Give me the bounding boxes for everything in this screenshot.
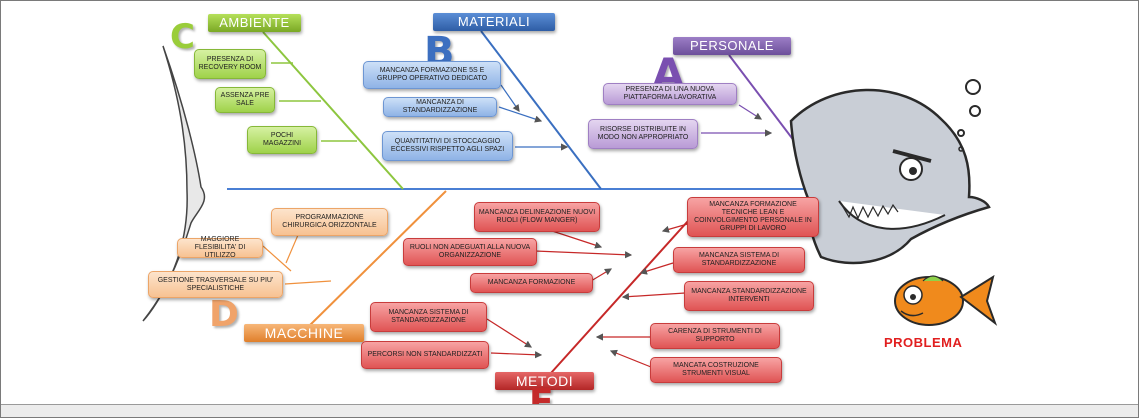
cause-metodi-right-2: MANCANZA SISTEMA DI STANDARDIZZAZIONE: [673, 247, 805, 273]
cause-ambiente-1: PRESENZA DI RECOVERY ROOM: [194, 49, 266, 79]
frame-bottom-bar: [1, 404, 1138, 417]
orange-fish-icon: [894, 274, 998, 326]
letter-c: C: [170, 17, 195, 57]
cause-materiali-3: QUANTITATIVI DI STOCCAGGIO ECCESSIVI RIS…: [382, 131, 513, 161]
arrow-metodi-l5: [490, 351, 543, 359]
cause-materiali-2: MANCANZA DI STANDARDIZZAZIONE: [383, 97, 497, 117]
arrow-metodi-r3: [621, 292, 686, 301]
cause-ambiente-3: POCHI MAGAZZINI: [247, 126, 317, 154]
arrow-personale-1: [738, 104, 763, 120]
arrow-metodi-l3: [590, 268, 613, 282]
cause-metodi-right-3: MANCANZA STANDARDIZZAZIONE INTERVENTI: [684, 281, 814, 311]
cause-metodi-left-2: RUOLI NON ADEGUATI ALLA NUOVA ORGANIZZAZ…: [403, 238, 537, 266]
cause-personale-2: RISORSE DISTRIBUITE IN MODO NON APPROPRI…: [588, 119, 698, 149]
cause-metodi-right-4: CARENZA DI STRUMENTI DI SUPPORTO: [650, 323, 780, 349]
category-metodi: METODI: [495, 372, 594, 390]
category-ambiente: AMBIENTE: [208, 14, 301, 32]
bone-macchine: [305, 190, 447, 330]
cause-metodi-left-5: PERCORSI NON STANDARDIZZATI: [361, 341, 489, 369]
bone-metodi: [550, 200, 707, 374]
cause-personale-1: PRESENZA DI UNA NUOVA PIATTAFORMA LAVORA…: [603, 83, 737, 105]
bone-materiali: [480, 30, 602, 190]
arrow-materiali-2: [498, 106, 543, 123]
letter-d: D: [209, 294, 239, 335]
arrow-metodi-r2: [639, 262, 674, 275]
category-macchine: MACCHINE: [244, 324, 364, 342]
arrow-macchine-3: [284, 280, 332, 285]
cause-ambiente-2: ASSENZA PRE SALE: [215, 87, 275, 113]
category-materiali: MATERIALI: [433, 13, 555, 31]
bone-ambiente: [262, 31, 404, 190]
cause-metodi-right-5: MANCATA COSTRUZIONE STRUMENTI VISUAL: [650, 357, 782, 383]
shark-head-icon: [789, 79, 991, 265]
arrow-metodi-r5: [609, 349, 652, 368]
arrow-macchine-2: [262, 245, 292, 272]
category-personale: PERSONALE: [673, 37, 791, 55]
arrow-metodi-l4: [486, 318, 533, 348]
cause-metodi-left-3: MANCANZA FORMAZIONE: [470, 273, 593, 293]
cause-macchine-1: PROGRAMMAZIONE CHIRURGICA ORIZZONTALE: [271, 208, 388, 236]
problem-label: PROBLEMA: [884, 335, 963, 350]
cause-macchine-3: GESTIONE TRASVERSALE SU PIU' SPECIALISTI…: [148, 271, 283, 298]
cause-metodi-left-1: MANCANZA DELINEAZIONE NUOVI RUOLI (FLOW …: [474, 202, 600, 232]
cause-metodi-left-4: MANCANZA SISTEMA DI STANDARDIZZAZIONE: [370, 302, 487, 332]
arrow-metodi-l2: [534, 250, 633, 259]
arrow-metodi-r1: [661, 222, 692, 233]
cause-materiali-1: MANCANZA FORMAZIONE 5S E GRUPPO OPERATIV…: [363, 61, 501, 89]
cause-macchine-2: MAGGIORE FLESIBILITA' DI UTILIZZO: [177, 236, 263, 259]
arrow-materiali-1: [500, 84, 520, 112]
cause-metodi-right-1: MANCANZA FORMAZIONE TECNICHE LEAN E COIN…: [687, 197, 819, 237]
